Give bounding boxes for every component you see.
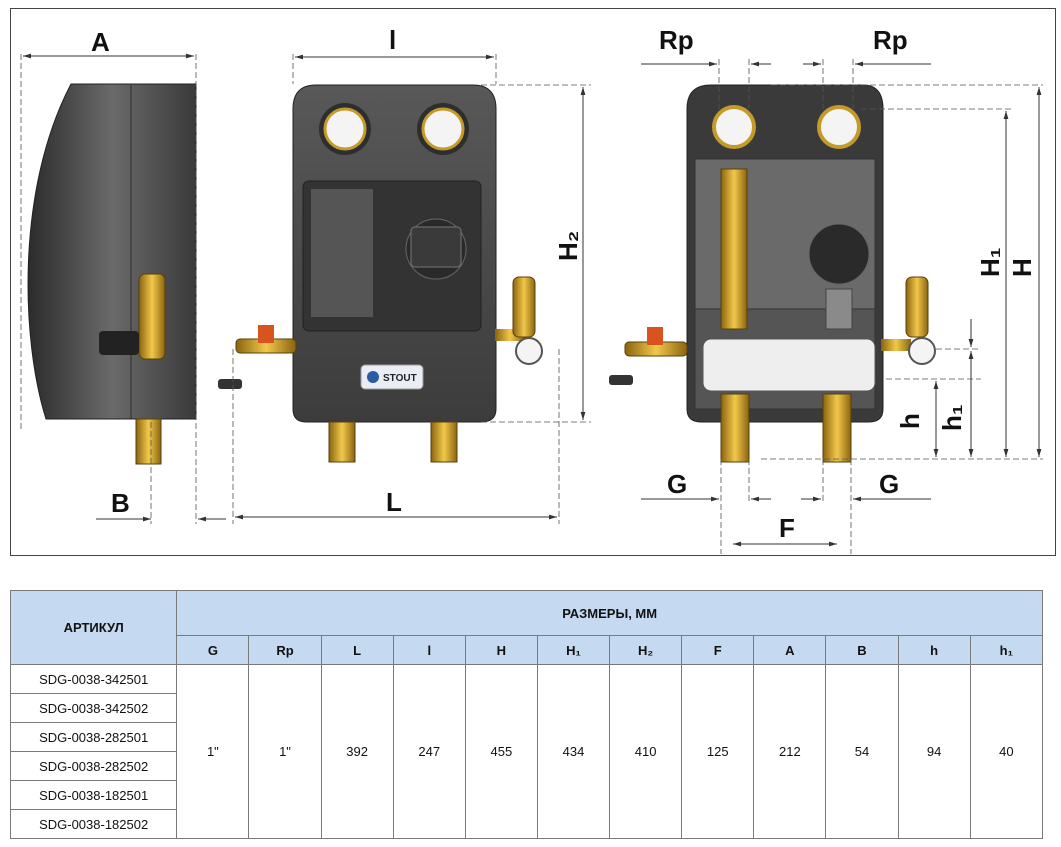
col-header: F (681, 635, 755, 665)
dim-h1-label: h₁ (937, 404, 967, 431)
article-header: АРТИКУЛ (9, 590, 178, 665)
value-cell: 1" (248, 664, 322, 839)
dim-B-label: B (111, 488, 130, 518)
value-cell: 125 (681, 664, 755, 839)
value-cell: 392 (320, 664, 394, 839)
article-cell: SDG-0038-342501 (9, 664, 178, 694)
table-row: SDG-0038-282502 (9, 751, 1043, 781)
dim-H-label: H (1007, 258, 1037, 277)
value-cell: 212 (753, 664, 827, 839)
technical-drawing: A B STOUT l H₂ (10, 8, 1056, 556)
front-view: STOUT l H₂ L (218, 25, 591, 524)
col-header: A (753, 635, 827, 665)
drawing-svg: A B STOUT l H₂ (20, 25, 1043, 554)
col-header: H₂ (609, 635, 683, 665)
col-header: G (176, 635, 250, 665)
article-cell: SDG-0038-282501 (9, 722, 178, 752)
group-header: РАЗМЕРЫ, ММ (176, 590, 1043, 636)
col-header: h₁ (969, 635, 1044, 665)
col-header: l (392, 635, 466, 665)
dim-H1-label: H₁ (975, 247, 1005, 277)
table-row: SDG-0038-182502 (9, 809, 1043, 839)
table-row: SDG-0038-282501 (9, 722, 1043, 752)
col-header: H₁ (536, 635, 611, 665)
value-cell: 434 (536, 664, 611, 839)
dim-G-left-label: G (667, 469, 687, 499)
dim-Rp-left-label: Rp (659, 25, 694, 55)
value-cell: 247 (392, 664, 466, 839)
table-row: SDG-0038-182501 (9, 780, 1043, 810)
value-cell: 54 (825, 664, 899, 839)
col-header: H (464, 635, 538, 665)
col-header: h (897, 635, 971, 665)
dim-A-label: A (91, 27, 110, 57)
col-header: L (320, 635, 394, 665)
dim-H2-label: H₂ (553, 231, 583, 261)
col-header: B (825, 635, 899, 665)
article-cell: SDG-0038-342502 (9, 693, 178, 723)
value-cell: 455 (464, 664, 538, 839)
dim-l-label: l (389, 25, 396, 55)
article-cell: SDG-0038-182501 (9, 780, 178, 810)
dim-G-right-label: G (879, 469, 899, 499)
table-row: SDG-0038-342501 1" 1" 392 247 455 434 41… (9, 664, 1044, 839)
value-cell: 94 (897, 664, 971, 839)
dim-h-label: h (895, 413, 925, 429)
dim-Rp-right-label: Rp (873, 25, 908, 55)
dim-F-label: F (779, 513, 795, 543)
value-cell: 410 (609, 664, 683, 839)
article-cell: SDG-0038-282502 (9, 751, 178, 781)
value-cell: 40 (969, 664, 1044, 839)
side-view: A B (20, 27, 226, 524)
brand-logo-text: STOUT (383, 373, 417, 384)
dim-L-label: L (386, 487, 402, 517)
col-header: Rp (248, 635, 322, 665)
dimensions-table: АРТИКУЛ РАЗМЕРЫ, ММ G Rp L l H H₁ H₂ F A… (9, 590, 1044, 839)
article-cell: SDG-0038-182502 (9, 809, 178, 839)
table-row: SDG-0038-342502 (9, 693, 1043, 723)
value-cell: 1" (176, 664, 250, 839)
interior-view: Rp Rp H H₁ h h₁ G G F (609, 25, 1043, 554)
